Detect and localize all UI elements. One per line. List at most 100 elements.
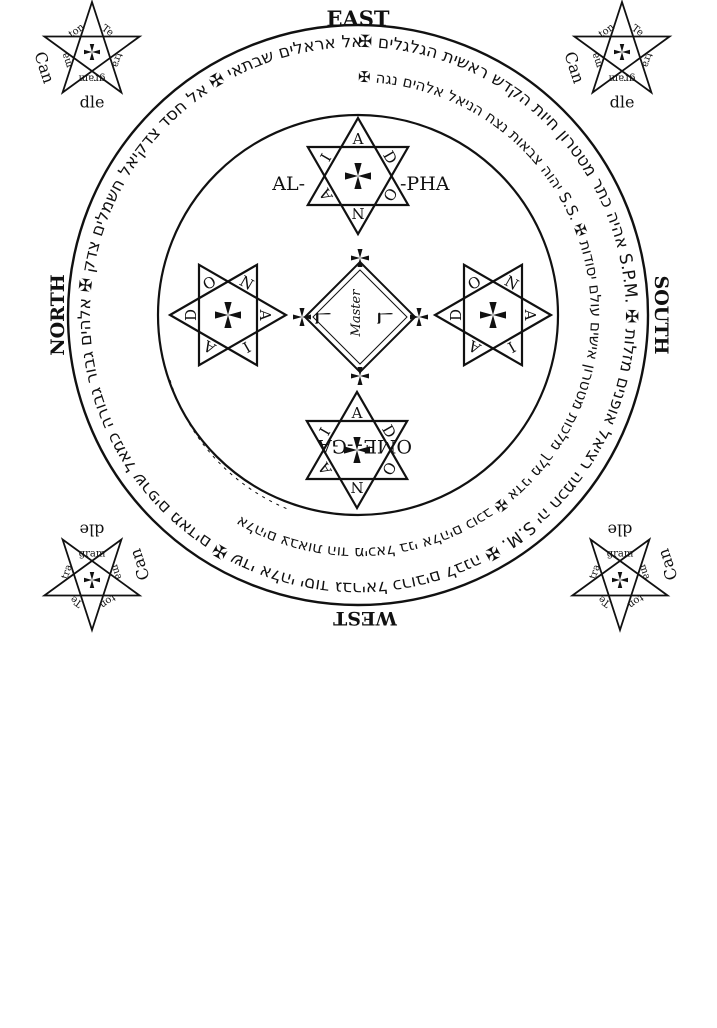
cross-arm <box>357 249 363 258</box>
pentagram-outer-label: dle <box>610 93 635 112</box>
cross-arm <box>353 437 361 450</box>
cross-arm <box>89 572 95 580</box>
cross-arm <box>302 314 311 320</box>
cross-arm <box>619 52 625 60</box>
pentagram-outer-label: Can <box>126 546 154 582</box>
cross-arm <box>89 44 95 52</box>
diamond-cross-bottom-icon <box>351 367 369 385</box>
hexagram-center-cross-icon <box>345 163 371 189</box>
cross-arm <box>353 450 361 463</box>
cross-arm <box>410 314 419 320</box>
cross-arm <box>622 49 630 55</box>
hexagram-center-cross-icon <box>215 302 241 328</box>
cross-arm <box>489 302 497 315</box>
cross-arm <box>351 255 360 261</box>
cross-arm <box>84 49 92 55</box>
pentagram-label: tra <box>639 51 654 68</box>
cross-arm <box>416 317 422 326</box>
hexagram-letter: A <box>256 309 274 321</box>
cross-arm <box>480 311 493 319</box>
pentagram-center-cross-icon <box>612 572 628 588</box>
direction-south: SOUTH <box>650 276 672 355</box>
hexagram-letter: A <box>521 309 539 321</box>
cross-arm <box>619 44 625 52</box>
pentagram-outer-label: Can <box>560 49 588 85</box>
cross-arm <box>360 255 369 261</box>
pentagram-label: tra <box>588 563 603 580</box>
cross-arm <box>224 302 232 315</box>
hexagram-triangle-down <box>304 389 410 481</box>
hexagram-triangle-down <box>197 262 289 368</box>
hexagram-bottom-left-label: OME- <box>356 435 412 457</box>
pentagram-center-cross-icon <box>614 44 630 60</box>
hexagram-letter: D <box>447 309 465 321</box>
pentagram-outer-label: dle <box>608 521 633 540</box>
cross-arm <box>351 373 360 379</box>
direction-north: NORTH <box>47 274 69 356</box>
hexagram-top-left-label: AL- <box>271 173 305 195</box>
diamond-crosses <box>293 249 428 385</box>
cross-arm <box>354 176 362 189</box>
cross-arm <box>299 317 305 326</box>
cross-arm <box>215 311 228 319</box>
cross-arm <box>620 577 628 583</box>
pentagram-label: ma <box>60 51 75 69</box>
pentagram-star <box>41 0 143 95</box>
center-left-glyph: ℸ <box>311 312 335 325</box>
cross-arm <box>416 308 422 317</box>
pentagram-label: ma <box>109 563 124 581</box>
pentagram-label: gram <box>78 73 105 84</box>
diamond-cross-top-icon <box>351 249 369 267</box>
cross-arm <box>354 163 362 176</box>
hexagram-center-cross-icon <box>480 302 506 328</box>
cross-arm <box>419 314 428 320</box>
pentagram-star <box>41 537 143 633</box>
pentagram-star <box>571 0 673 95</box>
cross-arm <box>489 315 497 328</box>
direction-east: EAST <box>326 6 389 31</box>
pentagram-center-cross-icon <box>84 572 100 588</box>
pentagram-center-cross-icon <box>84 44 100 60</box>
hexagram-letter: A <box>352 130 364 148</box>
hexagram-letter: D <box>182 309 200 321</box>
cross-arm <box>357 376 363 385</box>
cross-arm <box>357 367 363 376</box>
hexagram-letter: I <box>317 150 336 164</box>
center-word: Master <box>349 289 364 338</box>
hexagram-letter: A <box>351 404 363 422</box>
hexagram-triangle-up <box>305 115 411 207</box>
cross-arm <box>345 172 358 180</box>
cross-arm <box>357 446 370 454</box>
cross-arm <box>357 258 363 267</box>
hexagram-top-right-label: -PHA <box>400 173 450 195</box>
cross-arm <box>84 577 92 583</box>
center-right-glyph: ℸ <box>373 312 397 325</box>
cross-arm <box>617 572 623 580</box>
hexagram-triangle-up <box>462 262 554 368</box>
center-diamond-inner <box>312 269 408 365</box>
cross-arm <box>228 311 241 319</box>
dashed-arc <box>169 379 291 511</box>
pentagram-label: tra <box>60 563 75 580</box>
diamond-cross-left-icon <box>293 308 311 326</box>
hexagram-center-cross-icon <box>344 437 370 463</box>
pentagram-outer-label: dle <box>80 93 105 112</box>
pentagram-outer-label: dle <box>80 521 105 540</box>
pentagram-label: gram <box>608 73 635 84</box>
hexagram-triangle-down <box>305 145 411 237</box>
pentagram-label: gram <box>607 549 634 560</box>
diamond-cross-right-icon <box>410 308 428 326</box>
cross-arm <box>617 580 623 588</box>
hexagram-bottom-right-label: -GA <box>318 435 354 457</box>
cross-arm <box>92 49 100 55</box>
cross-arm <box>614 49 622 55</box>
direction-west: WEST <box>333 607 398 629</box>
